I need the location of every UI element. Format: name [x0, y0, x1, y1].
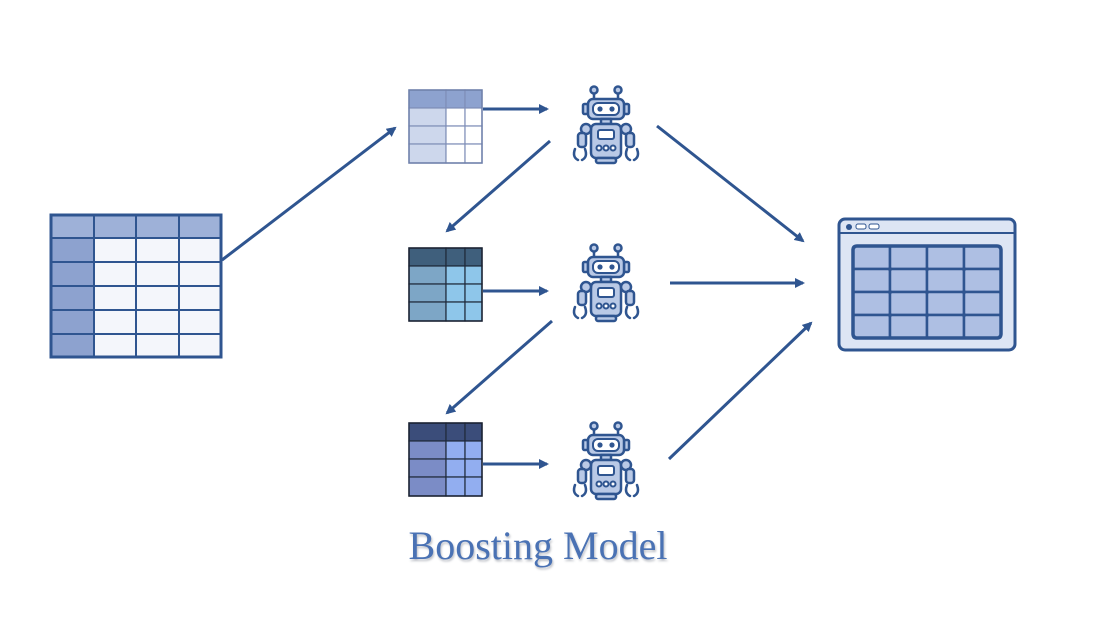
- robot-2-icon: [572, 243, 640, 323]
- robot-3-icon: [572, 421, 640, 501]
- sample-table-2-icon: [408, 247, 483, 322]
- dataset-table-icon: [49, 213, 223, 359]
- arrow-robot-2-to-sample-3: [445, 319, 553, 415]
- arrow-dataset-to-sample-1: [221, 126, 397, 262]
- sample-table-3-icon: [408, 422, 483, 497]
- robot-1-icon: [572, 85, 640, 165]
- arrow-robot-1-to-sample-2: [445, 139, 551, 233]
- sample-table-1-icon: [408, 89, 483, 164]
- arrow-robot-3-to-output: [667, 321, 813, 461]
- output-table-icon: [837, 217, 1017, 352]
- arrow-robot-1-to-output: [656, 124, 805, 243]
- diagram-title: Boosting Model: [408, 523, 668, 568]
